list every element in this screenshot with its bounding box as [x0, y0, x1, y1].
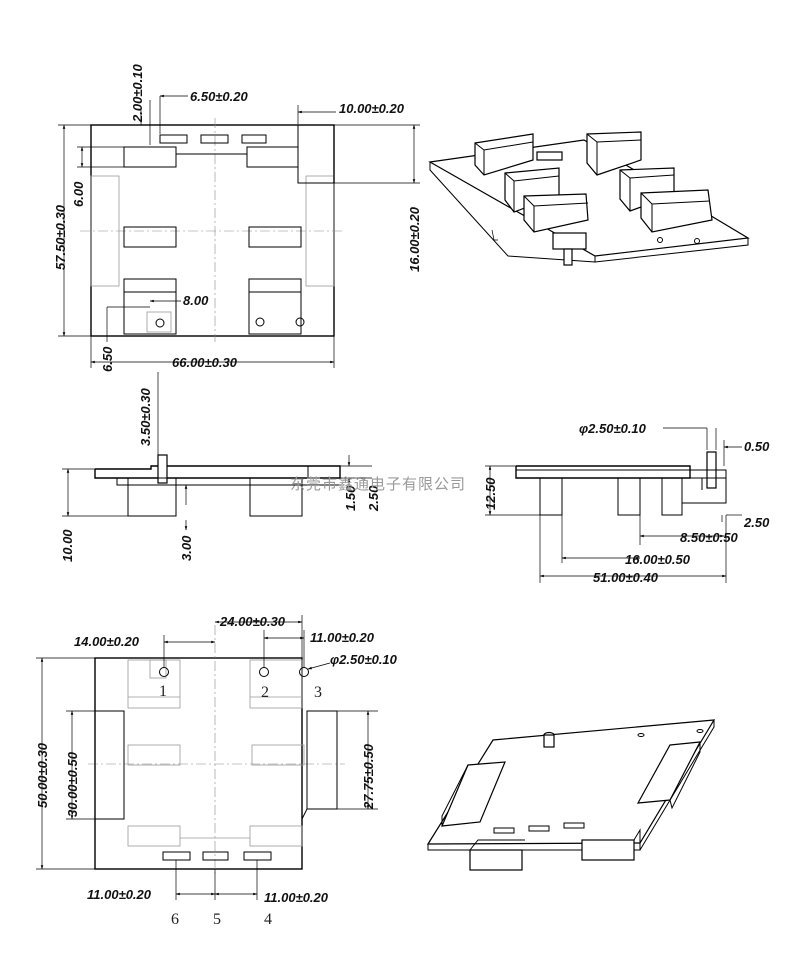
dim-right-tab: 27.75±0.50	[361, 743, 376, 810]
side-view-leg	[127, 477, 177, 517]
dim-leg-offset: 8.50±0.50	[680, 530, 739, 545]
dim-pin-pitch: 6.50±0.20	[190, 89, 249, 104]
top-view-connector	[246, 146, 299, 168]
pin-label-5: 5	[213, 911, 221, 928]
mounting-hole	[255, 317, 265, 327]
dim-bottom-offset: 6.50	[100, 346, 115, 372]
bottom-view-left-tab	[94, 710, 125, 820]
dim-post-height: 3.50±0.30	[138, 387, 153, 446]
side-view-post	[157, 454, 168, 484]
dim-pad-left: 11.00±0.20	[87, 887, 152, 902]
end-view: φ2.50±0.10 0.50 12.50 2.50 8.50±0.50 16.…	[483, 421, 770, 585]
pin-label-4: 4	[264, 911, 272, 928]
bottom-view-board-outline	[94, 657, 303, 870]
bottom-view: 1 2 3 6 5 4 24.00±0.30 14.00±0.20 11.00±…	[35, 614, 398, 928]
iso-leg	[581, 839, 635, 861]
top-view: 2.00±0.10 6.50±0.20 10.00±0.20 16.00±0.2…	[53, 63, 422, 372]
iso-view-bottom	[426, 719, 716, 871]
pad-6	[162, 851, 191, 861]
dim-tab-offset: 6.00	[71, 181, 86, 207]
top-view-connector	[123, 226, 177, 248]
pin-label-1: 1	[159, 683, 167, 700]
end-view-leg	[539, 477, 563, 516]
dim-step: 2.50	[743, 515, 770, 530]
end-view-board	[515, 465, 691, 479]
top-view-connector	[123, 146, 177, 168]
dim-hole-pitch: 11.00±0.20	[310, 630, 375, 645]
side-view: 3.50±0.30 10.00 3.00 1.50 2.50	[60, 372, 381, 562]
iso-terminal	[640, 189, 713, 233]
dim-hole-span: 24.00±0.30	[219, 614, 286, 629]
top-view-pad	[159, 134, 188, 144]
side-view-leg	[249, 477, 303, 517]
dim-height: 57.50±0.30	[53, 204, 68, 270]
dim-leg-height: 3.00	[179, 535, 194, 561]
pin-label-2: 2	[261, 684, 269, 701]
top-view-pad	[200, 134, 229, 144]
hole-1	[159, 667, 169, 677]
dim-tab-thick: 1.50	[343, 485, 358, 511]
hole-2	[259, 667, 269, 677]
dim-tab-rise: 2.50	[366, 485, 381, 512]
top-view-right-tab	[297, 124, 335, 184]
top-view-terminal	[123, 278, 177, 335]
dim-overall-height: 10.00	[60, 529, 75, 562]
dim-pin-width: 2.00±0.10	[130, 63, 145, 123]
dim-hole1-offset: 14.00±0.20	[74, 634, 140, 649]
dim-pad-right: 11.00±0.20	[264, 890, 329, 905]
iso-leg	[469, 849, 523, 871]
dim-leg-span: 16.00±0.50	[625, 552, 691, 567]
pin-label-6: 6	[171, 911, 179, 928]
top-view-pad	[241, 134, 267, 144]
pin-label-3: 3	[314, 684, 322, 701]
dim-tab-width: 10.00±0.20	[339, 101, 405, 116]
dim-left-tab: 30.00±0.50	[65, 751, 80, 817]
dim-width: 66.00±0.30	[172, 355, 238, 370]
pad-4	[243, 851, 272, 861]
top-view-connector	[248, 226, 302, 248]
pad-5	[202, 851, 229, 861]
watermark: 东莞市鑫通电子有限公司	[290, 475, 466, 493]
dim-hole-dia: φ2.50±0.10	[330, 652, 398, 667]
top-view-terminal	[248, 278, 302, 335]
iso-left-tab	[441, 761, 506, 827]
iso-view-top	[428, 131, 750, 266]
dim-tab-height: 16.00±0.20	[407, 206, 422, 272]
dim-overall-width: 51.00±0.40	[593, 570, 659, 585]
dim-post-gap: 0.50	[744, 439, 770, 454]
bottom-view-right-tab	[306, 710, 338, 810]
end-view-leg	[661, 477, 683, 516]
dim-post-dia: φ2.50±0.10	[579, 421, 647, 436]
dim-hole-offset: 8.00	[183, 293, 209, 308]
end-view-leg	[617, 477, 641, 516]
mounting-hole	[155, 318, 165, 328]
mounting-hole	[295, 317, 305, 327]
dim-end-height: 12.50	[483, 477, 498, 510]
dim-bottom-height: 50.00±0.30	[35, 742, 50, 808]
iso-connector	[586, 131, 642, 176]
hole-3	[299, 667, 309, 677]
